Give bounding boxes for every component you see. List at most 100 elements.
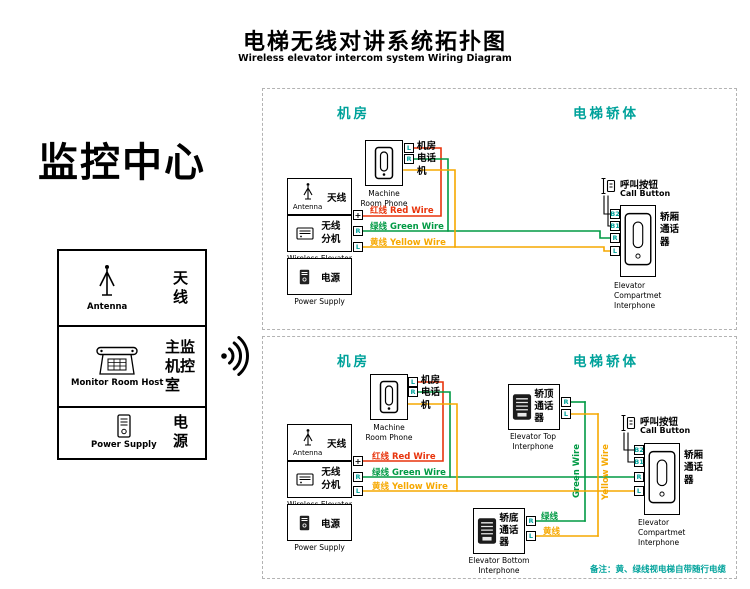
terminal-L: L <box>353 486 363 496</box>
wireless-unit-label-zh-2: 无线分机 <box>321 467 341 491</box>
speaker-icon <box>512 394 531 420</box>
terminal-L: L <box>610 246 620 256</box>
page-subtitle: Wireless elevator intercom system Wiring… <box>238 53 512 64</box>
call-button-label-zh-2: 呼叫按钮 <box>640 417 679 428</box>
wireless-extension-unit-2: 无线分机 <box>287 461 352 498</box>
yellow-wire-label-bottom: 黄线 Yellow Wire <box>372 482 448 492</box>
power-unit-label-zh-2: 电源 <box>320 518 340 530</box>
terminal-L: L <box>404 143 414 153</box>
terminal-L: L <box>526 531 536 541</box>
section-elevator-car-bottom: 电梯轿体 <box>573 354 639 370</box>
terminal-R: R <box>634 472 644 482</box>
wireless-extension-unit-1: 无线分机 <box>287 215 352 252</box>
bottom-interphone-label-zh: 轿底通话器 <box>499 513 519 548</box>
antenna-unit-label-en-1: Antenna <box>292 203 323 211</box>
bottom-interphone-label-en: Elevator Bottom Interphone <box>468 556 530 575</box>
top-interphone-label-en: Elevator Top Interphone <box>509 432 557 451</box>
panel-antenna-label-zh: 天线 <box>173 269 189 306</box>
panel-antenna-label-en: Antenna <box>87 302 128 312</box>
call-button-label-en-1: Call Button <box>620 189 671 198</box>
yellow-wire-label-top: 黄线 Yellow Wire <box>370 238 446 248</box>
yellow-wire-short-label: 黄线 <box>543 527 561 537</box>
yellow-wire-vertical-label: Yellow Wire <box>601 444 611 500</box>
compartment-label-en-1: Elevator Compartmet Interphone <box>614 281 662 310</box>
terminal-R: R <box>408 387 418 397</box>
handset-phone-icon <box>374 146 394 180</box>
terminal-B2: B2 <box>634 445 644 455</box>
compartment-label-zh-2: 轿厢通话器 <box>684 450 704 486</box>
panel-power-label-zh: 电源 <box>173 413 189 450</box>
compartment-interphone-unit-1 <box>620 205 656 277</box>
desk-phone-icon <box>96 346 138 375</box>
power-unit-1: 电源 <box>287 258 352 295</box>
terminal-L: L <box>634 486 644 496</box>
terminal-B1: B1 <box>634 457 644 467</box>
wireless-device-icon <box>296 473 314 486</box>
antenna-unit-1: Antenna 天线 <box>287 178 352 215</box>
page-title: 电梯无线对讲系统拓扑图 <box>242 30 507 55</box>
diagram-region-top <box>262 88 737 330</box>
panel-power-label-en: Power Supply <box>91 440 157 450</box>
compartment-label-zh-1: 轿厢通话器 <box>660 212 680 248</box>
wireless-device-icon <box>296 227 314 240</box>
handset-phone-icon <box>379 380 399 414</box>
machine-room-phone-unit-2 <box>370 374 408 420</box>
antenna-icon <box>99 265 115 296</box>
green-wire-label-top: 绿线 Green Wire <box>370 222 444 232</box>
machine-phone-label-zh-1: 机房电话机 <box>417 141 437 177</box>
compartment-label-en-2: Elevator Compartmet Interphone <box>638 518 686 547</box>
green-wire-short-label: 绿线 <box>541 512 559 522</box>
wireless-signal-icon <box>221 336 249 376</box>
terminal-R: R <box>353 472 363 482</box>
green-wire-vertical-label: Green Wire <box>572 444 582 498</box>
terminal-R: R <box>404 154 414 164</box>
terminal-R: R <box>561 397 571 407</box>
machine-phone-label-en-2: Machine Room Phone <box>365 423 413 442</box>
speaker-icon <box>477 518 496 544</box>
call-button-icon <box>621 414 636 432</box>
power-device-icon <box>299 269 310 284</box>
terminal-L: L <box>353 242 363 252</box>
intercom-face-icon <box>624 212 652 266</box>
antenna-icon <box>303 429 313 446</box>
terminal-plus: + <box>353 210 363 220</box>
diagram-region-bottom <box>262 336 737 579</box>
monitor-center-heading: 监控中心 <box>38 140 206 186</box>
panel-host-label-zh: 主监机控室 <box>165 338 196 394</box>
machine-room-phone-unit-1 <box>365 140 403 186</box>
call-button-label-zh-1: 呼叫按钮 <box>620 180 659 191</box>
red-wire-label-bottom: 红线 Red Wire <box>372 452 436 462</box>
antenna-unit-label-en-2: Antenna <box>292 449 323 457</box>
panel-row-antenna: Antenna 天线 <box>59 251 205 327</box>
panel-host-label-en: Monitor Room Host <box>71 377 164 388</box>
section-machine-room-bottom: 机房 <box>337 354 370 370</box>
call-button-icon <box>601 177 616 195</box>
terminal-B1: B1 <box>610 221 620 231</box>
power-unit-label-en-2: Power Supply <box>294 543 345 552</box>
wireless-unit-label-zh-1: 无线分机 <box>321 221 341 245</box>
terminal-L: L <box>408 377 418 387</box>
green-wire-label-bottom: 绿线 Green Wire <box>372 468 446 478</box>
bottom-interphone-unit: 轿底通话器 <box>473 508 525 554</box>
red-wire-label-top: 红线 Red Wire <box>370 206 434 216</box>
call-button-label-en-2: Call Button <box>640 426 691 435</box>
section-machine-room-top: 机房 <box>337 106 370 122</box>
top-interphone-label-zh: 轿顶通话器 <box>534 389 554 424</box>
compartment-interphone-unit-2 <box>644 443 680 515</box>
terminal-R: R <box>353 226 363 236</box>
power-device-icon <box>299 515 310 530</box>
intercom-face-icon <box>648 450 676 504</box>
power-supply-icon <box>117 414 131 438</box>
monitor-center-panel: Antenna 天线 Monitor Room Host 主监机控室 Power… <box>57 249 207 460</box>
power-unit-2: 电源 <box>287 504 352 541</box>
section-elevator-car-top: 电梯轿体 <box>573 106 639 122</box>
note-text: 备注：黄、绿线视电梯自带随行电缆 <box>590 565 727 575</box>
terminal-R: R <box>526 516 536 526</box>
terminal-plus: + <box>353 456 363 466</box>
panel-row-power: Power Supply 电源 <box>59 408 205 456</box>
antenna-unit-label-zh-1: 天线 <box>327 192 347 204</box>
antenna-unit-2: Antenna 天线 <box>287 424 352 461</box>
top-interphone-unit: 轿顶通话器 <box>508 384 560 430</box>
panel-row-host: Monitor Room Host 主监机控室 <box>59 327 205 408</box>
